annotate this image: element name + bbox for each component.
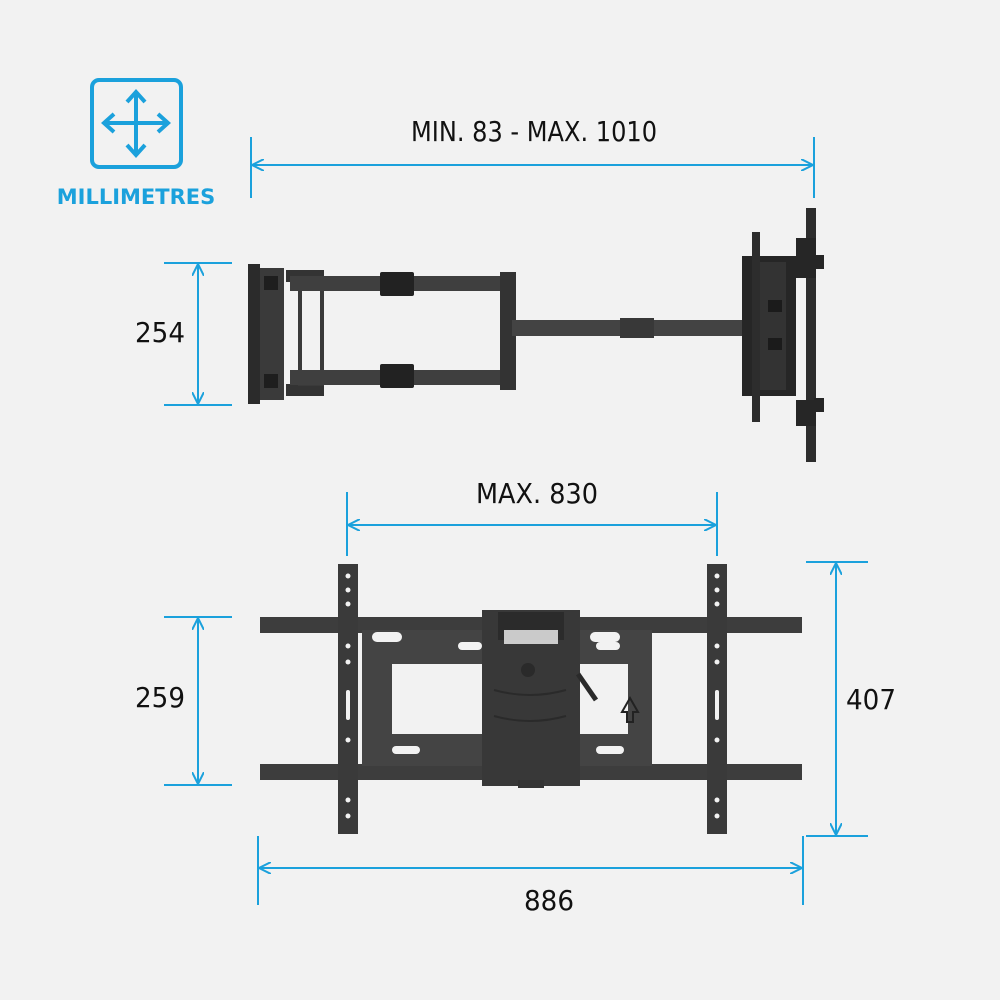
bracket-height-dimension: 407 — [806, 561, 896, 837]
wall-plate-height-label: 259 — [135, 681, 185, 714]
extension-dimension: MIN. 83 - MAX. 1010 — [250, 115, 815, 198]
hole-spacing-dimension: MAX. 830 — [346, 477, 718, 556]
wall-plate-height-dimension: 259 — [135, 616, 232, 786]
total-width-label: 886 — [524, 884, 574, 917]
unit-label: MILLIMETRES — [57, 185, 216, 209]
arm-height-label: 254 — [135, 316, 185, 349]
unit-badge: MILLIMETRES — [57, 78, 216, 209]
move-arrows-icon — [90, 78, 183, 169]
extension-label: MIN. 83 - MAX. 1010 — [411, 115, 657, 148]
side-view-mount — [248, 208, 824, 462]
total-width-dimension: 886 — [257, 836, 804, 917]
arm-height-dimension: 254 — [135, 262, 232, 406]
bracket-height-label: 407 — [846, 683, 896, 716]
front-view-mount — [260, 564, 802, 834]
hole-spacing-label: MAX. 830 — [476, 477, 598, 510]
